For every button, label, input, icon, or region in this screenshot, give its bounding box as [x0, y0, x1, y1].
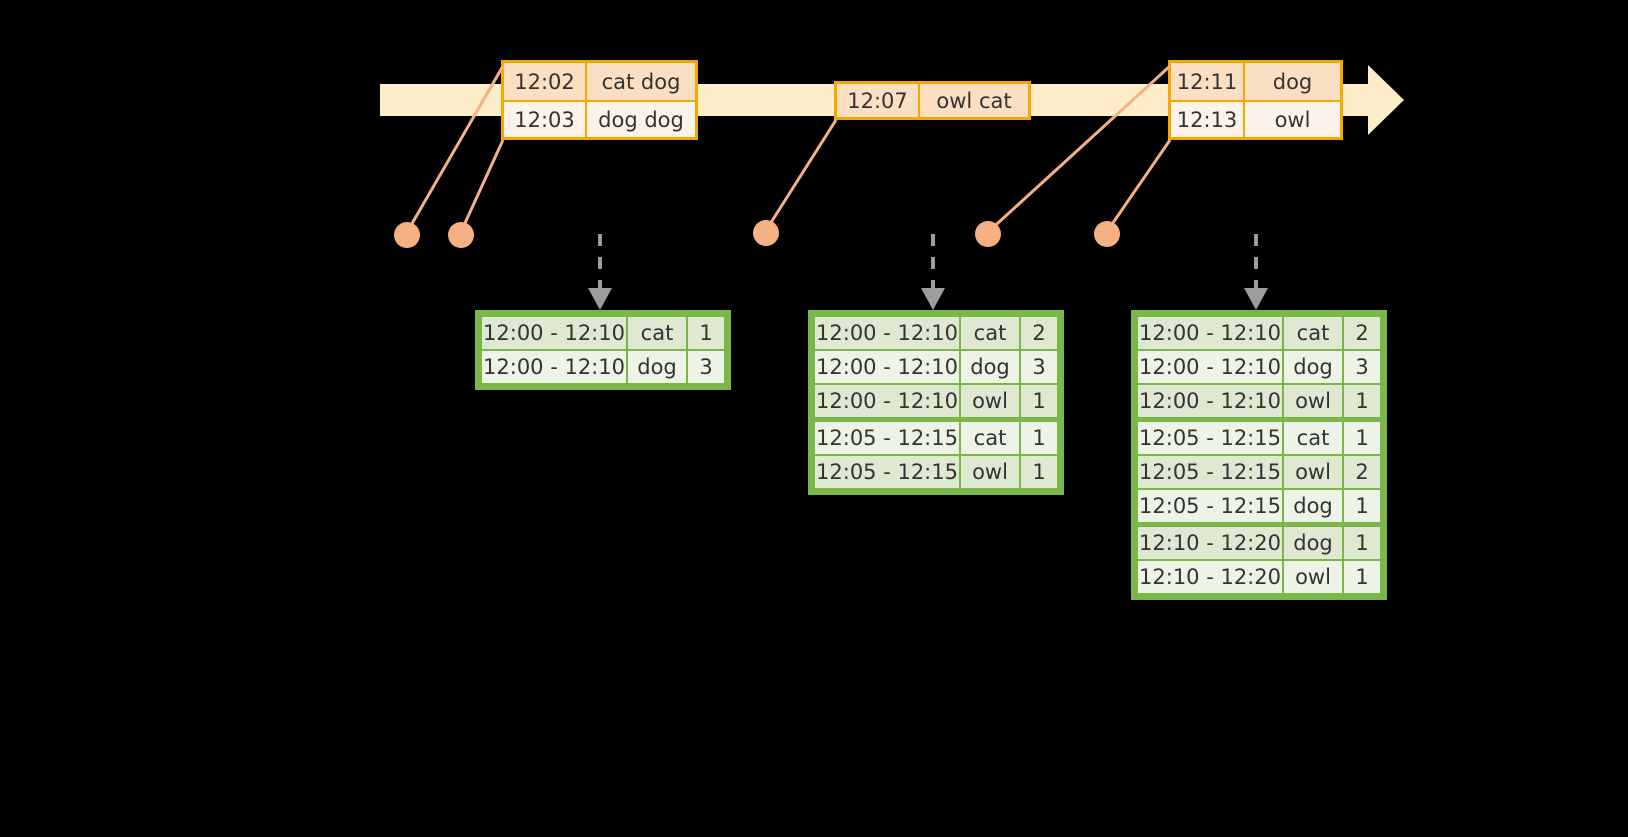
- cell-count: 1: [686, 315, 726, 351]
- cell-word: owl: [959, 383, 1021, 419]
- cell-count: 3: [1019, 349, 1059, 385]
- event-time: 12:07: [837, 84, 920, 117]
- cell-count: 2: [1342, 315, 1382, 351]
- event-time: 12:03: [504, 102, 587, 137]
- event-row: 12:07 owl cat: [837, 84, 1028, 117]
- event-dot-4: [975, 221, 1001, 247]
- cell-word: cat: [959, 420, 1021, 456]
- event-row: 12:11 dog: [1171, 63, 1340, 100]
- cell-word: owl: [1282, 383, 1344, 419]
- cell-window: 12:00 - 12:10: [813, 315, 961, 351]
- dashed-arrow-head-3: [1244, 288, 1268, 310]
- cell-word: owl: [1282, 559, 1344, 595]
- cell-window: 12:00 - 12:10: [480, 349, 628, 385]
- cell-word: owl: [1282, 454, 1344, 490]
- cell-window: 12:00 - 12:10: [813, 383, 961, 419]
- cell-word: cat: [959, 315, 1021, 351]
- cell-count: 3: [686, 349, 726, 385]
- cell-word: dog: [1282, 349, 1344, 385]
- event-row: 12:02 cat dog: [504, 63, 695, 100]
- cell-word: cat: [626, 315, 688, 351]
- cell-window: 12:10 - 12:20: [1136, 559, 1284, 595]
- event-row: 12:03 dog dog: [504, 100, 695, 137]
- cell-count: 3: [1342, 349, 1382, 385]
- connector-line-3: [763, 119, 838, 233]
- cell-window: 12:00 - 12:10: [1136, 383, 1284, 419]
- event-box-3[interactable]: 12:11 dog 12:13 owl: [1168, 60, 1343, 140]
- event-words: dog dog: [587, 102, 695, 137]
- event-dot-5: [1094, 221, 1120, 247]
- cell-count: 2: [1342, 454, 1382, 490]
- event-time: 12:11: [1171, 63, 1245, 100]
- cell-count: 1: [1019, 383, 1059, 419]
- dashed-arrow-head-1: [588, 288, 612, 310]
- timeline-arrow-head: [1368, 65, 1404, 135]
- cell-window: 12:05 - 12:15: [813, 454, 961, 490]
- cell-count: 1: [1019, 454, 1059, 490]
- cell-count: 1: [1342, 559, 1382, 595]
- cell-word: cat: [1282, 420, 1344, 456]
- cell-window: 12:05 - 12:15: [1136, 454, 1284, 490]
- connector-line-2: [458, 139, 505, 235]
- cell-count: 1: [1342, 383, 1382, 419]
- event-box-1[interactable]: 12:02 cat dog 12:03 dog dog: [501, 60, 698, 140]
- cell-window: 12:00 - 12:10: [480, 315, 628, 351]
- event-words: owl cat: [920, 84, 1028, 117]
- cell-word: dog: [1282, 488, 1344, 524]
- event-words: owl: [1245, 102, 1340, 137]
- event-dot-3: [753, 220, 779, 246]
- event-words: cat dog: [587, 63, 695, 100]
- cell-window: 12:05 - 12:15: [1136, 420, 1284, 456]
- cell-word: dog: [626, 349, 688, 385]
- cell-window: 12:05 - 12:15: [813, 420, 961, 456]
- cell-window: 12:00 - 12:10: [1136, 315, 1284, 351]
- cell-word: cat: [1282, 315, 1344, 351]
- event-dot-2: [448, 222, 474, 248]
- cell-window: 12:10 - 12:20: [1136, 525, 1284, 561]
- cell-count: 1: [1342, 488, 1382, 524]
- cell-window: 12:00 - 12:10: [813, 349, 961, 385]
- event-time: 12:13: [1171, 102, 1245, 137]
- cell-count: 1: [1342, 420, 1382, 456]
- cell-count: 2: [1019, 315, 1059, 351]
- cell-window: 12:00 - 12:10: [1136, 349, 1284, 385]
- event-box-2[interactable]: 12:07 owl cat: [834, 81, 1031, 120]
- cell-count: 1: [1342, 525, 1382, 561]
- cell-word: dog: [1282, 525, 1344, 561]
- cell-word: dog: [959, 349, 1021, 385]
- dashed-arrow-head-2: [921, 288, 945, 310]
- cell-count: 1: [1019, 420, 1059, 456]
- cell-word: owl: [959, 454, 1021, 490]
- event-time: 12:02: [504, 63, 587, 100]
- event-row: 12:13 owl: [1171, 100, 1340, 137]
- event-words: dog: [1245, 63, 1340, 100]
- connector-line-5: [1104, 139, 1172, 234]
- event-dot-1: [394, 222, 420, 248]
- cell-window: 12:05 - 12:15: [1136, 488, 1284, 524]
